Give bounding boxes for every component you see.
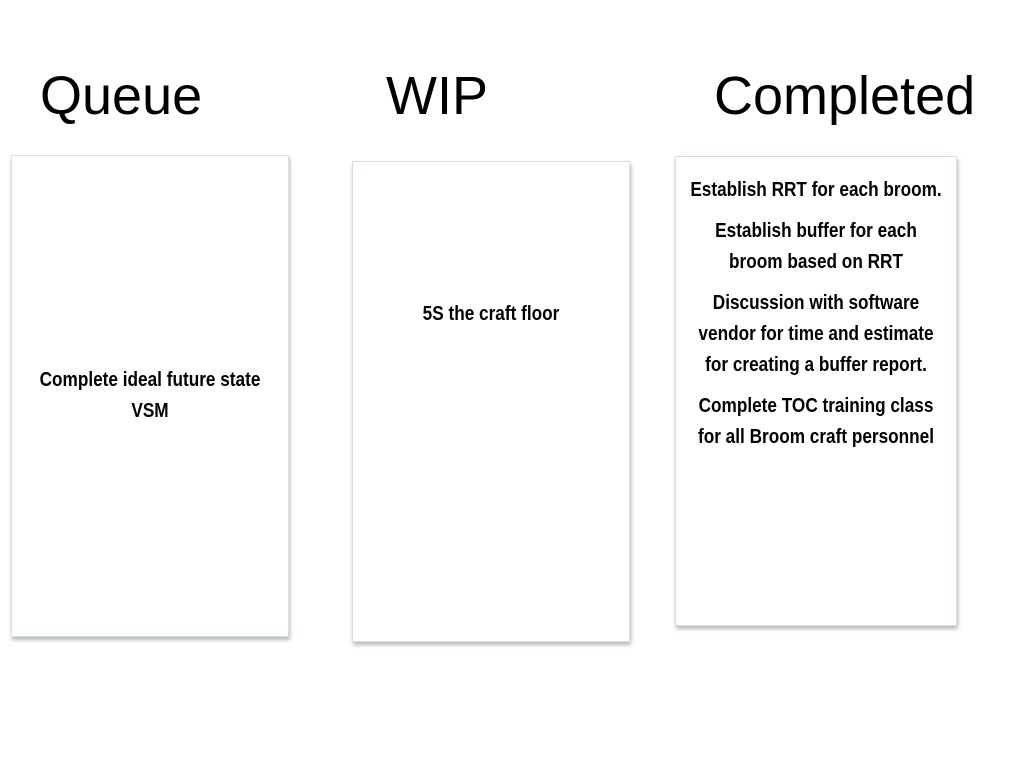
completed-item-software-vendor: Discussion with software vendor for time… (698, 292, 934, 376)
completed-item-toc-training: Complete TOC training class for all Broo… (697, 395, 935, 448)
queue-card: Complete ideal future state VSM (11, 155, 289, 637)
completed-item-buffer: Establish buffer for each broom based on… (715, 220, 917, 273)
queue-item: Complete ideal future state VSM (39, 369, 261, 422)
completed-card: Establish RRT for each broom. Establish … (675, 156, 957, 626)
column-title-wip: WIP (386, 66, 488, 126)
wip-card: 5S the craft floor (352, 161, 630, 642)
column-title-completed: Completed (714, 66, 976, 126)
completed-item-rrt: Establish RRT for each broom. (690, 179, 942, 201)
column-title-queue: Queue (40, 66, 203, 126)
wip-item: 5S the craft floor (422, 303, 560, 325)
